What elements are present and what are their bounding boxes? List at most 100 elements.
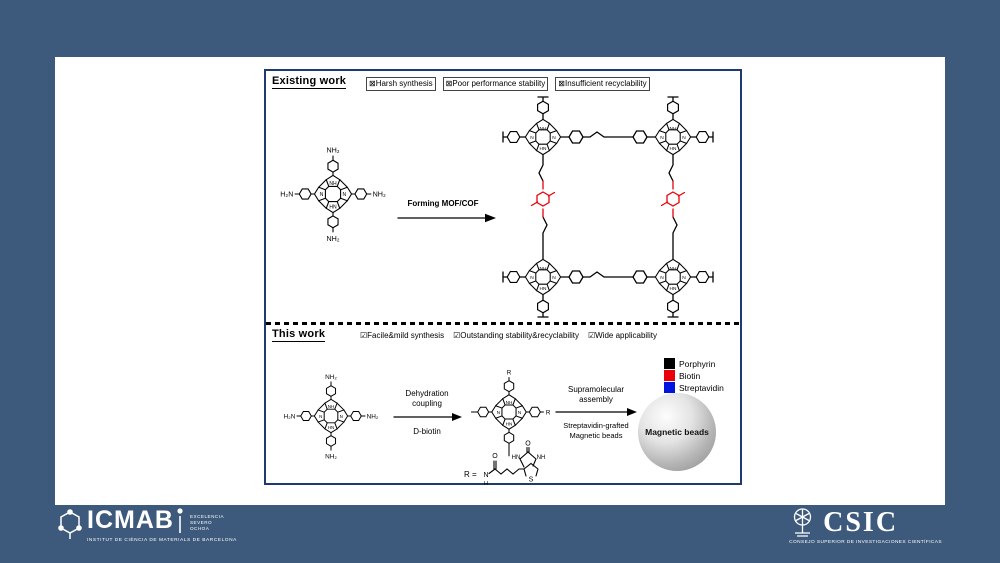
arrowhead (452, 413, 462, 421)
net-core-label: N (530, 275, 534, 281)
benefit-stability-recyclability: ☑Outstanding stability&recyclability (453, 331, 579, 340)
icmab-institute-caption: INSTITUT DE CIÈNCIA DE MATERIALS DE BARC… (87, 538, 237, 543)
red-linker-right (660, 180, 686, 218)
legend-row-biotin: Biotin (664, 370, 724, 381)
icmab-wordmark: ICMAB (87, 506, 174, 534)
d-biotin-label: D-biotin (413, 427, 441, 436)
net-core-label: NH (540, 266, 547, 272)
core-n-label: N (319, 414, 322, 419)
existing-work-issues: ⊠Harsh synthesis ⊠Poor performance stabi… (366, 77, 650, 91)
magnetic-beads-label: Magnetic beads (645, 427, 709, 437)
core-hn-label: HN (506, 421, 513, 426)
issue-poor-stability: ⊠Poor performance stability (442, 77, 549, 91)
porphyrin-biotin-molecule: R R NH N N HN (470, 369, 551, 457)
amide-n-label: N (483, 472, 488, 479)
core-n-label: N (340, 414, 343, 419)
core-n-label: N (343, 192, 347, 198)
net-core-label: N (660, 135, 664, 141)
csic-wordmark: CSIC (823, 506, 899, 538)
net-core-label: NH (670, 126, 677, 132)
porphyrin-bonds (296, 381, 366, 451)
biotin-red-linker-left (530, 180, 556, 218)
legend-row-streptavidin: Streptavidin (664, 382, 724, 393)
arrowhead (627, 408, 637, 416)
carbonyl-o-label: O (492, 453, 498, 460)
porphyrin-tetraamine-molecule-top: NH₂ NH₂ H₂N NH₂ NH N N HN (280, 147, 386, 244)
existing-work-title: Existing work (272, 75, 347, 89)
dotted-divider (266, 322, 740, 325)
slide-white-area: Existing work ⊠Harsh synthesis ⊠Poor per… (55, 57, 945, 505)
porphyrin-bonds (294, 155, 372, 233)
net-core-label: HN (670, 146, 677, 152)
porphyrin-tetraamine-molecule-bottom: NH₂ NH₂ H₂N NH₂ NH N N HN (284, 374, 379, 461)
supramolecular-label: Supramolecular (568, 385, 624, 394)
magnetic-bead-sphere: Magnetic beads (638, 393, 716, 471)
excellence-line-2: SEVERO (189, 519, 213, 525)
amine-label-top: NH₂ (325, 374, 337, 381)
amine-label-bottom: NH₂ (325, 453, 337, 460)
r-equals-label: R = (464, 470, 477, 479)
net-core-label: N (682, 135, 686, 141)
forming-mof-cof-label: Forming MOF/COF (407, 199, 478, 208)
r-group-label-right: R (546, 409, 551, 416)
csic-logo: CSIC CONSEJO SUPERIOR DE INVESTIGACIONES… (789, 506, 942, 546)
icmab-logo: ICMAB EXCELENCIA SEVERO OCHOA INSTITUT D… (56, 507, 237, 543)
core-hn-label: HN (328, 425, 335, 430)
amine-label-right: NH₂ (373, 191, 386, 199)
benefit-facile-synthesis: ☑Facile&mild synthesis (360, 331, 445, 340)
amine-label-top: NH₂ (326, 147, 339, 155)
amine-label-right: NH₂ (367, 413, 379, 420)
network-porphyrins (503, 97, 713, 317)
benefit-wide-applicability: ☑Wide applicability (587, 331, 657, 340)
biotin-chain-bonds (488, 446, 539, 477)
excellence-line-3: OCHOA (189, 525, 210, 531)
biotin-swatch (664, 370, 675, 381)
biotin-nh-label: NH (537, 455, 546, 461)
net-core-label: N (552, 135, 556, 141)
linker-horizontal-bottom (560, 270, 656, 284)
csic-name-row: CSIC (789, 506, 942, 538)
assembly-legend: Porphyrin Biotin Streptavidin (664, 358, 724, 393)
amine-label-bottom: NH₂ (326, 235, 339, 243)
amide-h-label: H (484, 481, 488, 487)
icmab-name-row: ICMAB EXCELENCIA SEVERO OCHOA (87, 507, 237, 535)
biotin-s-label: S (529, 477, 534, 484)
supramolecular-assembly-arrow: Supramolecular assembly Streptavidin-gra… (555, 385, 637, 440)
forming-mof-cof-arrow: Forming MOF/COF (397, 199, 496, 223)
core-nh-label: NH (328, 404, 335, 409)
arrowhead (485, 213, 496, 223)
r-group-label-top: R (507, 369, 512, 376)
linker-vertical-right-black (668, 154, 678, 260)
net-core-label: NH (540, 126, 547, 132)
ureido-o-label: O (525, 441, 531, 448)
core-nh-label: NH (329, 181, 337, 187)
core-nh-label: NH (506, 400, 513, 405)
amine-label-left: H₂N (280, 191, 293, 199)
net-core-label: N (660, 275, 664, 281)
coupling-label: coupling (412, 399, 442, 408)
net-core-label: HN (670, 286, 677, 292)
dehydration-coupling-arrow: Dehydration coupling D-biotin (393, 389, 462, 436)
net-core-label: NH (670, 266, 677, 272)
core-n-label: N (497, 410, 500, 415)
severo-ochoa-label: EXCELENCIA SEVERO OCHOA (190, 514, 224, 531)
linker-horizontal-top (560, 130, 656, 144)
magnetic-beads-arrow-label: Magnetic beads (570, 431, 623, 440)
linker-vertical-left-black (538, 154, 548, 260)
this-work-benefits: ☑Facile&mild synthesis ☑Outstanding stab… (360, 331, 657, 340)
csic-caption: CONSEJO SUPERIOR DE INVESTIGACIONES CIEN… (789, 540, 942, 545)
streptavidin-swatch (664, 382, 675, 393)
assembly-label: assembly (579, 395, 613, 404)
porphyrin-bonds (470, 377, 544, 457)
net-core-label: HN (540, 146, 547, 152)
core-n-label: N (320, 192, 324, 198)
biotin-hn-label: HN (512, 455, 521, 461)
core-hn-label: HN (329, 204, 337, 210)
streptavidin-grafted-label: Streptavidin-grafted (563, 421, 628, 430)
net-core-label: N (682, 275, 686, 281)
icmab-text-block: ICMAB EXCELENCIA SEVERO OCHOA INSTITUT D… (87, 507, 237, 543)
porphyrin-legend-label: Porphyrin (679, 358, 716, 369)
csic-tree-icon (793, 508, 812, 537)
mof-cof-network: NH N N HN NH N N HN NH N N HN NH N N HN (496, 89, 742, 321)
